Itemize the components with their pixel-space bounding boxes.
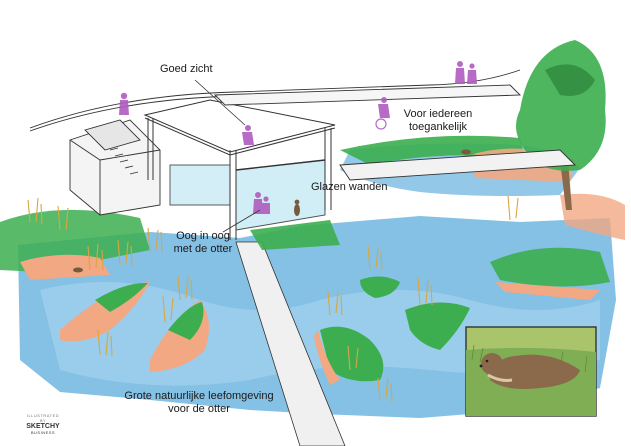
visitors (119, 61, 477, 214)
sketchy-business-logo: ILLUSTRATED BY SKETCHY BUSINESS (23, 413, 63, 435)
label-voor-iedereen-line2: toegankelijk (408, 121, 468, 133)
label-oog-line1: Oog in oog (176, 230, 230, 242)
otters-small (73, 149, 471, 273)
tree (516, 40, 606, 210)
label-goed-zicht: Goed zicht (160, 63, 213, 75)
walkway (235, 241, 346, 446)
leader-lines (194, 79, 261, 233)
otter-inset (465, 326, 597, 417)
label-voor-iedereen: Voor iedereen toegankelijk (393, 108, 483, 134)
label-oog-in-oog: Oog in oog met de otter (170, 230, 236, 256)
logo-line1: ILLUSTRATED BY (26, 413, 60, 423)
label-voor-iedereen-line1: Voor iedereen (403, 108, 473, 120)
label-glazen-wanden: Glazen wanden (311, 181, 388, 193)
stairs-building (69, 119, 161, 216)
label-grote-leefomgeving: Grote natuurlijke leefomgeving voor de o… (114, 390, 284, 416)
label-grote-line2: voor de otter (168, 403, 230, 415)
reeds (27, 195, 519, 403)
logo-line2: SKETCHY (26, 423, 60, 430)
label-grote-line1: Grote natuurlijke leefomgeving (124, 390, 274, 402)
label-oog-line2: met de otter (173, 243, 233, 255)
access-ramp (213, 84, 577, 181)
islands (60, 154, 485, 385)
logo-line3: BUSINESS (30, 430, 56, 435)
